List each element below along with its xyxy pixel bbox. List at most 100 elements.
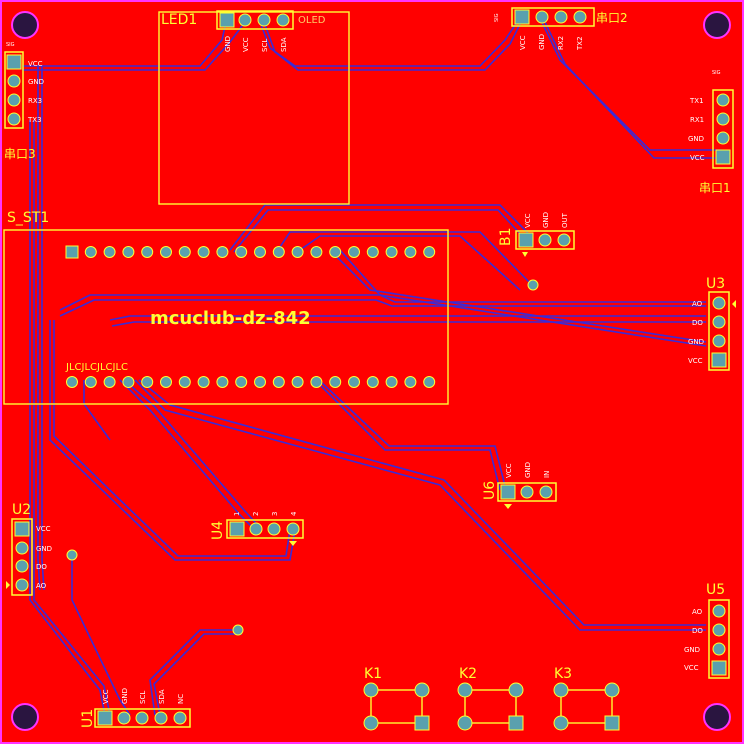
- chuan3-pin-4: TX3: [27, 116, 42, 124]
- mcu-bottom-pin: [103, 376, 116, 388]
- u6-pin-3: IN: [543, 471, 551, 478]
- mcu-bottom-pin: [423, 376, 436, 388]
- u4-pin-4: 4: [290, 511, 298, 516]
- b1-label: B1: [498, 227, 514, 246]
- board-title: mcuclub-dz-842: [150, 308, 311, 329]
- led1-label: LED1: [161, 12, 197, 28]
- u2-pin-4: AO: [36, 582, 47, 590]
- mcu-top-pin: [310, 246, 323, 258]
- u2-header: [6, 518, 33, 596]
- u3-label: U3: [706, 276, 725, 292]
- led1-pin-4: SDA: [280, 37, 288, 52]
- mcu-bottom-pin: [178, 376, 191, 388]
- s_st1-label: S_ST1: [7, 210, 49, 226]
- u4-pin-3: 3: [271, 512, 279, 516]
- mcu-bottom-pin: [84, 376, 97, 388]
- u3-pin-3: GND: [688, 338, 704, 346]
- u3-header: [708, 291, 736, 371]
- mcu-bottom-pin: [291, 376, 304, 388]
- chuan1-header: [712, 89, 734, 169]
- button-k2: [457, 682, 524, 731]
- sig-mark: SIG: [6, 42, 15, 48]
- chuan2-pin-1: VCC: [519, 35, 527, 50]
- chuan3-pin-1: VCC: [28, 60, 43, 68]
- mcu-bottom-pin: [254, 376, 266, 388]
- b1-pin-2: GND: [542, 212, 550, 228]
- k2-label: K2: [459, 666, 477, 682]
- u5-header: [708, 599, 730, 679]
- traces: [22, 17, 722, 716]
- u1-pin-1: VCC: [102, 689, 110, 704]
- led1-pin-3: SCL: [261, 39, 269, 52]
- k1-label: K1: [364, 666, 382, 682]
- oled-label: OLED: [298, 15, 326, 26]
- chuan1-pin-1: TX1: [689, 97, 704, 105]
- u5-pin-2: DO: [692, 627, 703, 635]
- u1-header: [94, 708, 191, 728]
- u5-pin-3: GND: [684, 646, 700, 654]
- u6-pin-2: GND: [524, 462, 532, 478]
- mcu-top-pin: [141, 246, 154, 258]
- mcu-top-pin: [348, 246, 360, 258]
- b1-pin-3: OUT: [561, 212, 569, 228]
- mcu-bottom-pin: [404, 376, 417, 388]
- u1-pin-2: GND: [121, 688, 129, 704]
- u3-pin-1: AO: [692, 300, 703, 308]
- chuan1-pin-3: GND: [688, 135, 704, 143]
- silkscreen-outlines: [3, 11, 449, 405]
- chuan3-pin-3: RX3: [28, 97, 42, 105]
- mcu-bottom-pin: [197, 376, 210, 388]
- via: [232, 624, 244, 636]
- chuan1-label: 串口1: [699, 181, 731, 195]
- u4-pin-1: 1: [233, 512, 241, 516]
- mcu-top-pin: [423, 246, 436, 258]
- mcu-bottom-pin: [122, 376, 135, 388]
- chuan2-label: 串口2: [596, 11, 628, 25]
- u1-pin-5: NC: [177, 694, 185, 704]
- button-k3: [553, 682, 620, 731]
- mcu-bottom-pin: [366, 376, 379, 388]
- u2-pin-3: DO: [36, 563, 47, 571]
- chuan3-label: 串口3: [4, 147, 36, 161]
- u1-pin-3: SCL: [139, 691, 147, 704]
- sig-mark: SIG: [494, 13, 500, 22]
- chuan2-pin-3: RX2: [557, 36, 565, 50]
- b1-pin-1: VCC: [524, 213, 532, 228]
- mcu-bottom-pin: [66, 376, 78, 388]
- u5-label: U5: [706, 582, 725, 598]
- mounting-holes: [11, 11, 731, 731]
- u5-pin-1: AO: [692, 608, 703, 616]
- mcu-bottom-pin: [385, 376, 398, 388]
- u6-header: [497, 482, 557, 509]
- u2-pin-2: GND: [36, 545, 52, 553]
- mcu-bottom-pin: [272, 376, 285, 388]
- u4-label: U4: [210, 521, 226, 540]
- led1-outline: [158, 11, 350, 205]
- mcu-bottom-pin: [235, 376, 248, 388]
- mcu-top-pin: [103, 246, 116, 258]
- u6-label: U6: [482, 481, 498, 500]
- mcu-top-pin: [291, 246, 304, 258]
- mcu-bottom-pin: [141, 376, 154, 388]
- mcu-top-pin: [160, 246, 172, 258]
- led1-header: [216, 10, 294, 30]
- mcu-top-pin: [385, 246, 398, 258]
- u6-pin-1: VCC: [505, 463, 513, 478]
- mcu-bottom-pin: [329, 376, 342, 388]
- s_st1-outline: [3, 229, 449, 405]
- led1-pin-2: VCC: [242, 37, 250, 52]
- mcu-top-pin: [178, 246, 191, 258]
- u2-label: U2: [12, 502, 31, 518]
- chuan2-pin-4: TX2: [576, 36, 584, 51]
- mcu-bottom-pin: [160, 376, 172, 388]
- via: [527, 279, 539, 291]
- mcu-bottom-pin: [310, 376, 323, 388]
- k3-label: K3: [554, 666, 572, 682]
- chuan2-header: [511, 7, 595, 27]
- sig-mark: SIG: [712, 70, 721, 76]
- u4-pin-2: 2: [252, 512, 260, 516]
- mcu-top-pin: [216, 246, 229, 258]
